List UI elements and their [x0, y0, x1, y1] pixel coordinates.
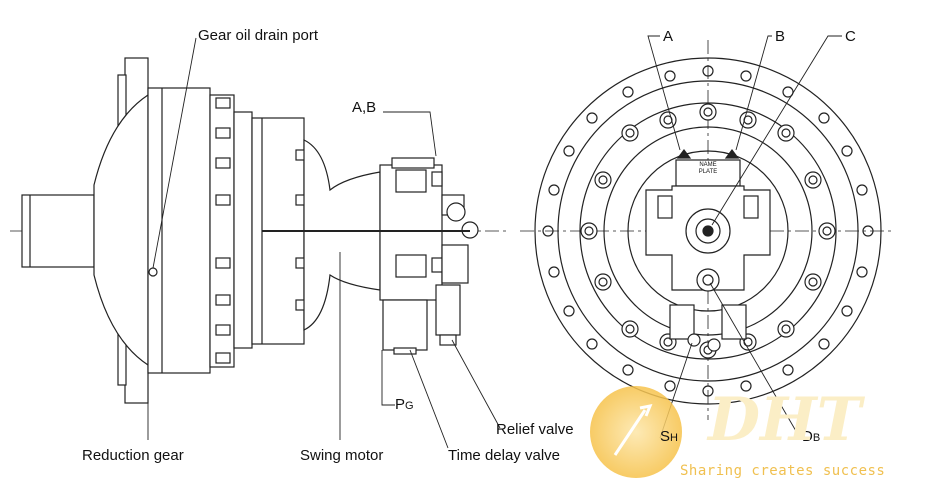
label-relief-valve: Relief valve [496, 421, 574, 438]
name-plate-line2: PLATE [698, 169, 718, 175]
label-a: A [663, 28, 674, 45]
name-plate-line1: NAME [699, 162, 717, 168]
label-sh: SH [660, 428, 678, 445]
label-sh-sub: H [670, 432, 678, 444]
reduction-gear-housing [93, 93, 149, 367]
label-db-main: D [802, 428, 813, 445]
housing-bolts [215, 97, 231, 364]
label-pg: PG [395, 396, 414, 413]
label-c: C [845, 28, 856, 45]
swing-motor-body [303, 139, 381, 331]
name-plate [675, 159, 741, 187]
relief-valve [435, 284, 461, 336]
label-sh-main: S [660, 428, 671, 445]
label-ab: A,B [352, 99, 377, 116]
gear-oil-drain-port [148, 267, 158, 277]
watermark-logo: DHT [708, 385, 862, 455]
front-view [520, 40, 895, 420]
label-gear-oil-drain-port: Gear oil drain port [198, 27, 319, 44]
label-b: B [775, 28, 786, 45]
label-reduction-gear: Reduction gear [82, 447, 184, 464]
label-swing-motor: Swing motor [300, 447, 384, 464]
label-time-delay-valve: Time delay valve [448, 447, 560, 464]
watermark-slogan: Sharing creates success [680, 463, 886, 479]
label-pg-main: P [395, 396, 406, 413]
label-pg-sub: G [405, 400, 414, 412]
label-db: DB [802, 428, 820, 445]
inner-bolts [580, 103, 836, 359]
outer-bolt-holes [542, 65, 874, 397]
watermark-circle [590, 386, 682, 478]
leaders-left [147, 37, 501, 449]
time-delay-valve [382, 299, 428, 351]
output-shaft [21, 194, 95, 268]
label-db-sub: B [812, 432, 821, 444]
side-view [10, 57, 510, 404]
